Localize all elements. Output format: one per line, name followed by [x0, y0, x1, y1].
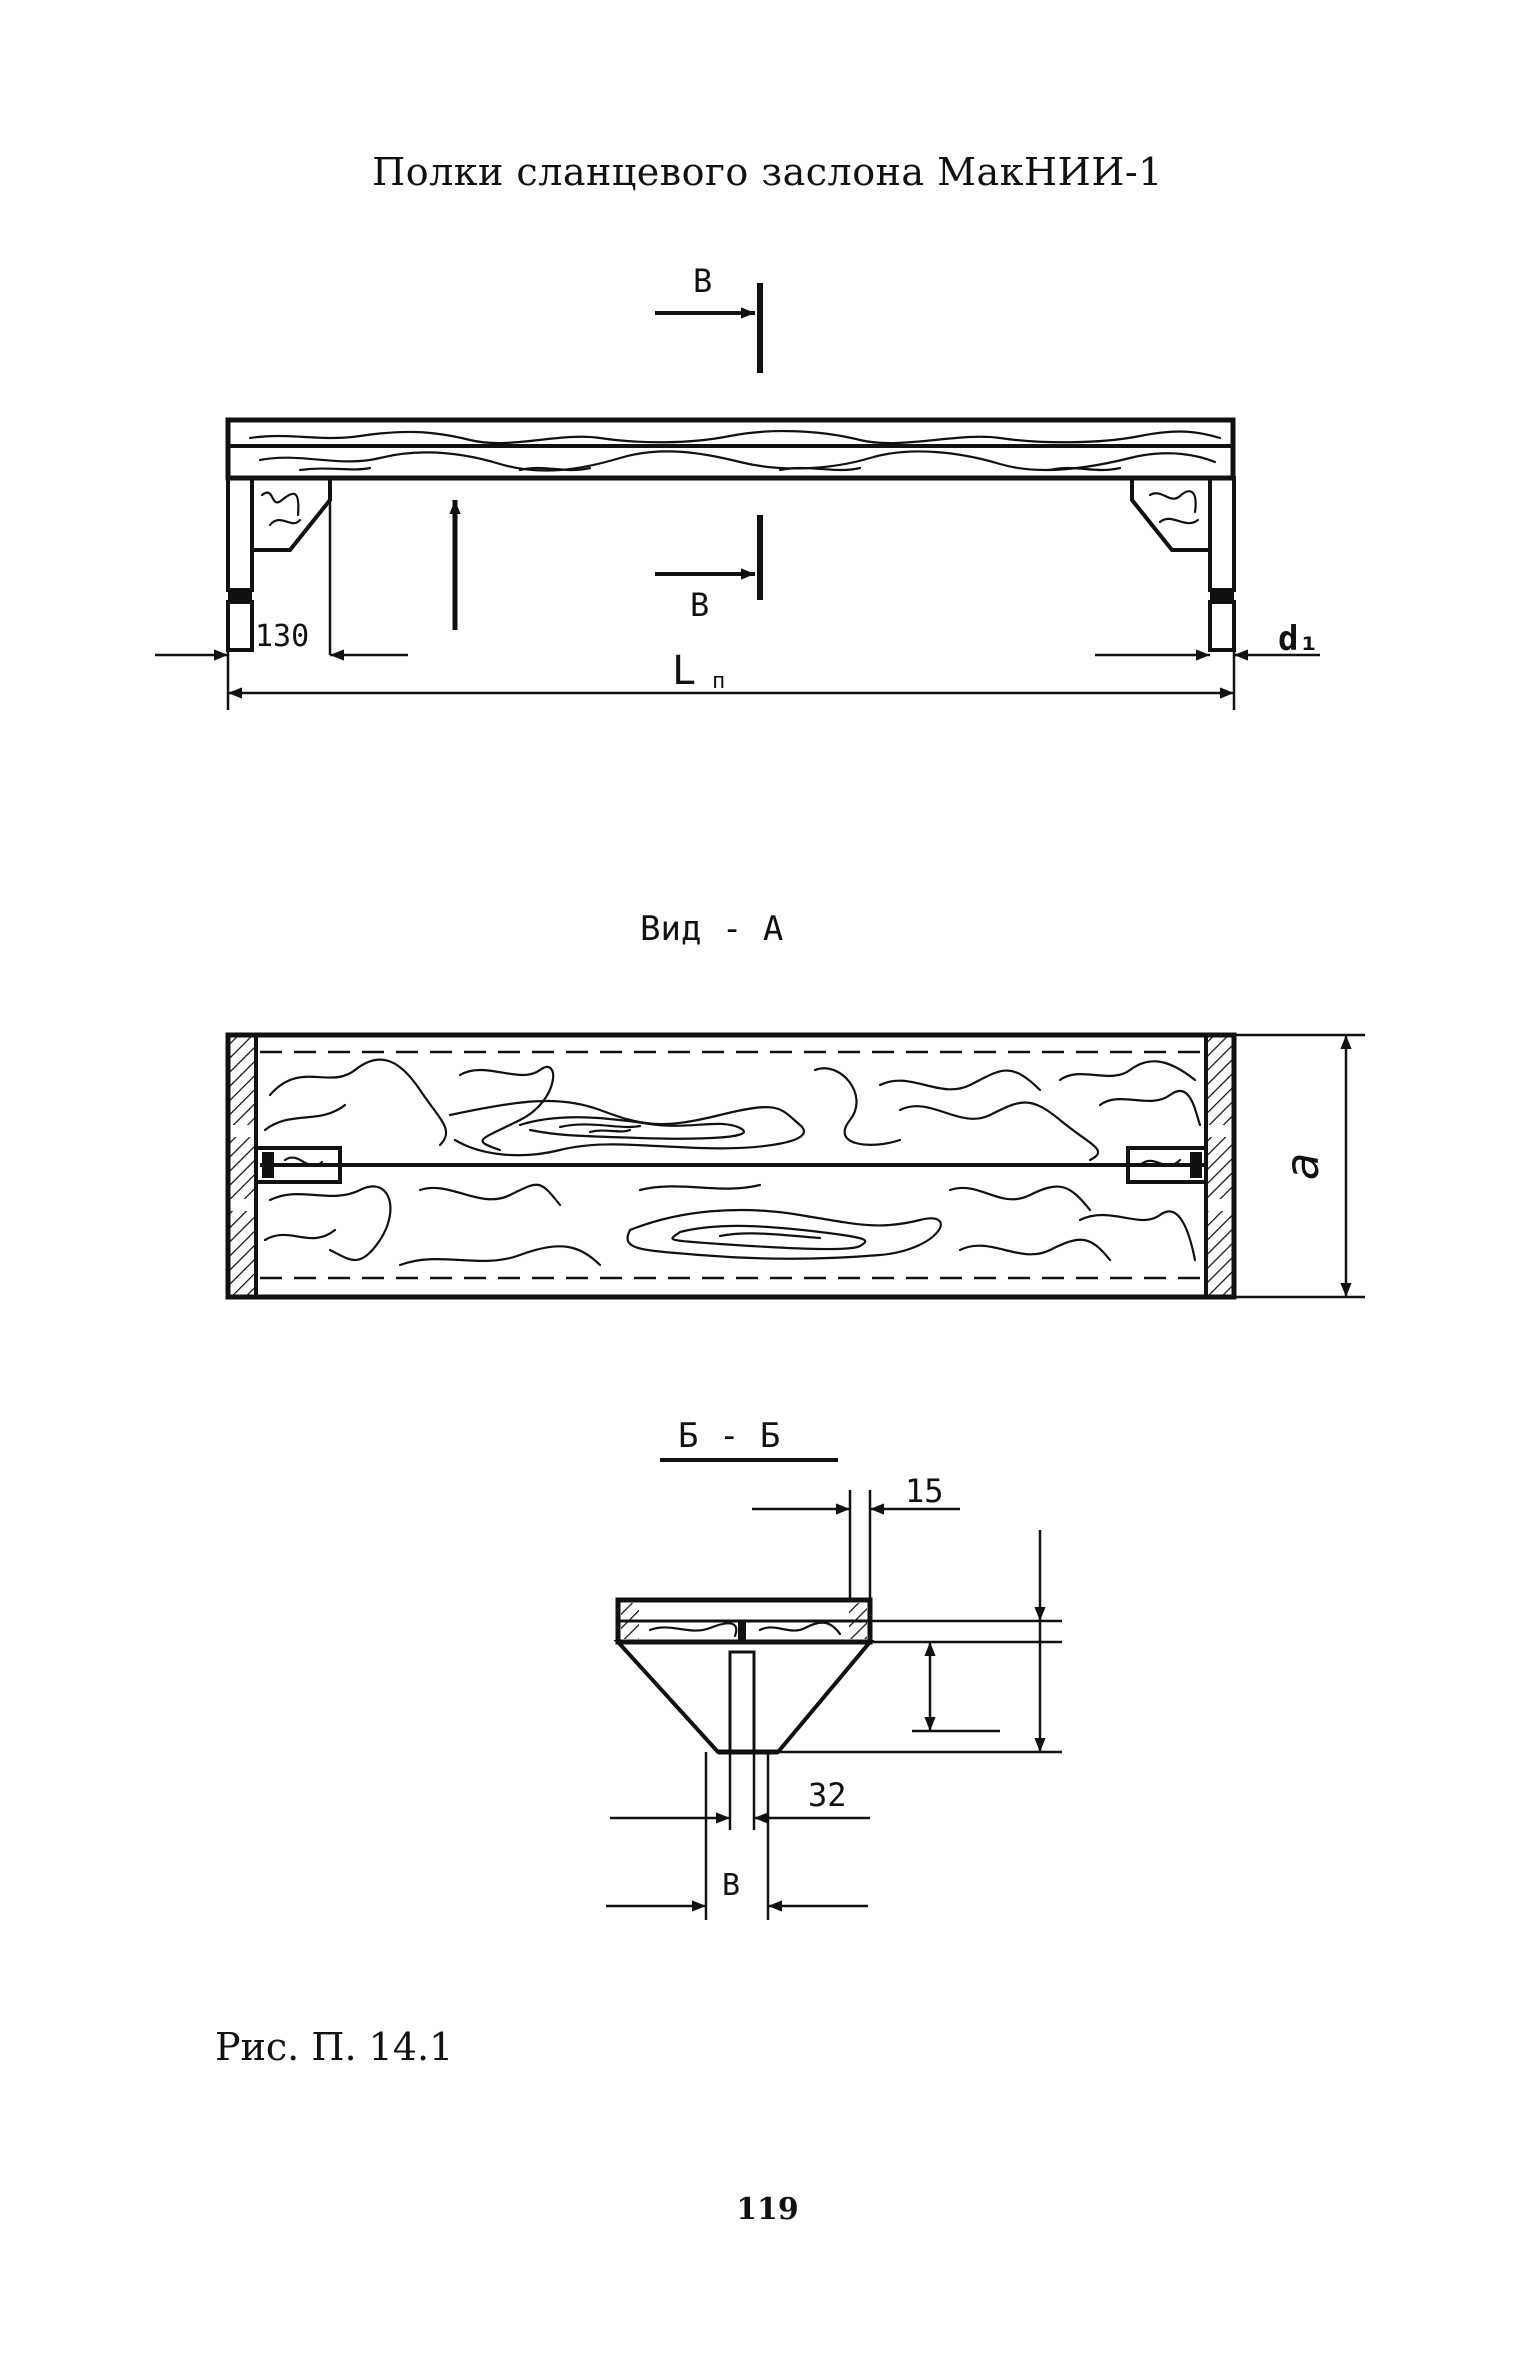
section-mark-bottom: В	[655, 515, 763, 624]
section-bb: Б - Б 15	[606, 1416, 1062, 1920]
right-bracket	[1130, 476, 1212, 552]
dimension-130: 130	[155, 619, 408, 710]
dimension-d1: d₁	[1095, 619, 1320, 710]
dimension-length-subscript: п	[712, 669, 725, 694]
side-elevation-view: В	[155, 262, 1320, 710]
section-bracket	[613, 1640, 875, 1754]
section-rib	[728, 1650, 756, 1754]
section-mark-bottom-label: В	[690, 586, 709, 624]
right-end-post	[1208, 476, 1236, 592]
section-mark-top: В	[655, 262, 763, 373]
view-a: Вид - А	[225, 909, 1365, 1300]
page-title: Полки сланцевого заслона МакНИИ-1	[372, 150, 1163, 194]
view-a-label: Вид - А	[640, 909, 783, 949]
section-mark-top-label: В	[693, 262, 712, 300]
dimension-15: 15	[752, 1472, 960, 1600]
dimension-b-label: В	[722, 1868, 740, 1903]
left-bracket	[250, 476, 332, 552]
view-a-outline	[225, 1032, 1237, 1300]
shelf-top-plank	[225, 417, 1236, 481]
dimension-length-label: L	[672, 648, 696, 694]
dimension-32: 32	[610, 1752, 870, 1830]
dimension-32-label: 32	[808, 1776, 847, 1814]
dimension-b: В	[606, 1752, 868, 1920]
dimension-bracket-height	[912, 1642, 1000, 1733]
dimension-15-label: 15	[905, 1472, 944, 1510]
figure-caption: Рис. П. 14.1	[215, 2025, 454, 2069]
page-number: 119	[736, 2192, 799, 2227]
dimension-a: a	[1234, 1033, 1365, 1299]
dimension-130-label: 130	[255, 619, 309, 654]
section-bb-label: Б - Б	[678, 1416, 780, 1456]
dimension-length: L п	[228, 648, 1234, 699]
dimension-a-label: a	[1275, 1152, 1329, 1180]
left-end-post	[226, 476, 254, 592]
dimension-d1-label: d₁	[1278, 619, 1319, 659]
